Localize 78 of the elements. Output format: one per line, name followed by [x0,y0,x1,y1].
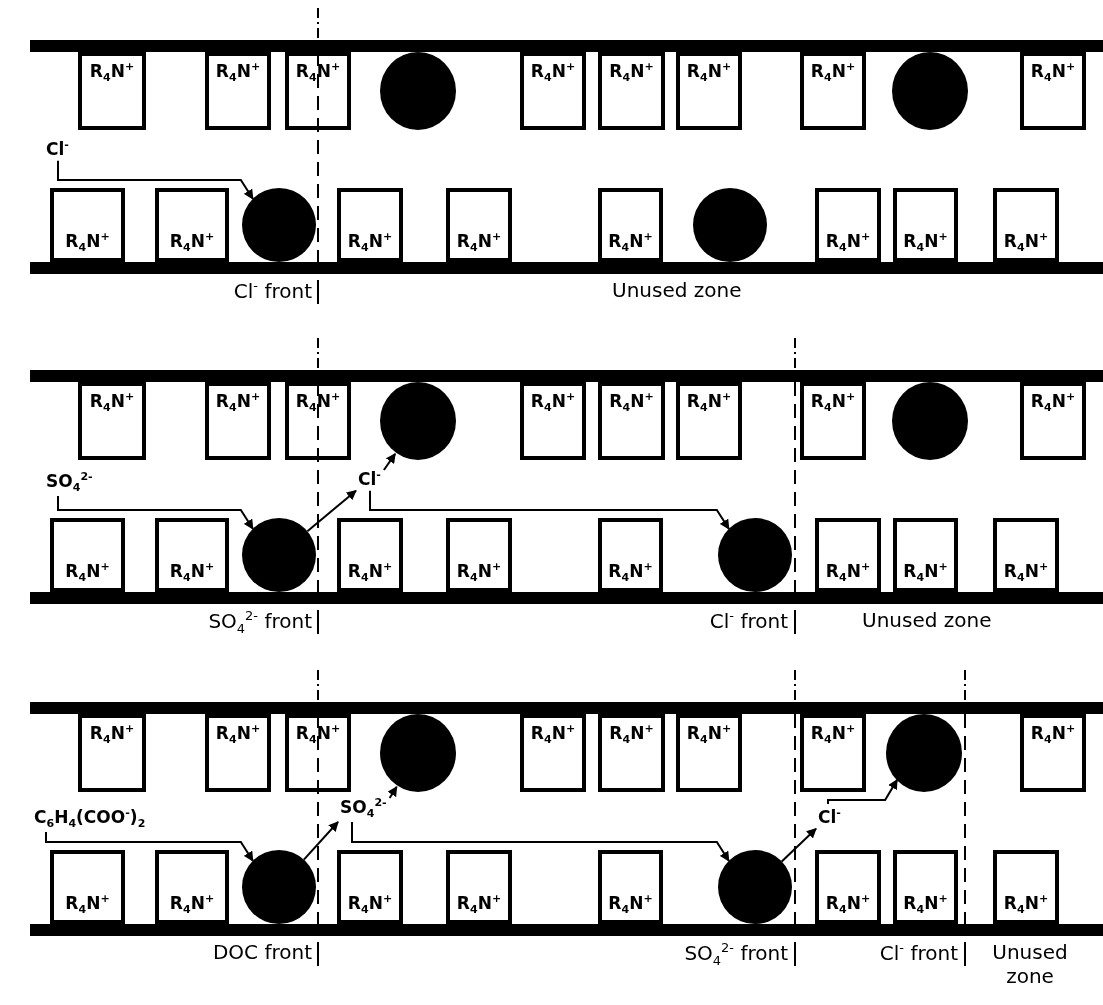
exchange-site-box: R$_{4}$N$^{+}$ [78,714,146,792]
ion-label: Cl$^{-}$ [358,468,381,489]
exchange-site-box: R$_{4}$N$^{+}$ [285,52,351,130]
exchange-site-box: R$_{4}$N$^{+}$ [893,850,958,924]
zone-label: DOC front [212,940,312,964]
zone-label: Cl$^{-}$ front [233,278,312,303]
zone-label: SO$_{4}$$^{2-}$ front [684,940,788,968]
exchange-site-box: R$_{4}$N$^{+}$ [676,52,742,130]
exchange-site-box: R$_{4}$N$^{+}$ [676,714,742,792]
ion-circle [718,850,792,924]
exchange-site-box: R$_{4}$N$^{+}$ [800,382,866,460]
arrow [45,831,254,862]
exchange-site-box: R$_{4}$N$^{+}$ [78,382,146,460]
arrow [369,489,730,530]
arrow [382,452,397,471]
exchange-site-box: R$_{4}$N$^{+}$ [1020,52,1086,130]
arrow [57,495,254,530]
zone-label: Cl$^{-}$ front [879,940,958,965]
exchange-site-box: R$_{4}$N$^{+}$ [676,382,742,460]
exchange-site-box: R$_{4}$N$^{+}$ [993,850,1059,924]
exchange-site-box: R$_{4}$N$^{+}$ [815,518,881,592]
arrow [780,827,817,863]
exchange-site-box: R$_{4}$N$^{+}$ [205,714,271,792]
exchange-site-box: R$_{4}$N$^{+}$ [446,518,512,592]
exchange-site-box: R$_{4}$N$^{+}$ [993,188,1059,262]
arrow [57,159,254,200]
exchange-site-box: R$_{4}$N$^{+}$ [993,518,1059,592]
arrow [351,821,730,862]
exchange-site-box: R$_{4}$N$^{+}$ [598,850,663,924]
exchange-site-box: R$_{4}$N$^{+}$ [1020,714,1086,792]
exchange-site-box: R$_{4}$N$^{+}$ [800,52,866,130]
exchange-site-box: R$_{4}$N$^{+}$ [285,382,351,460]
exchange-site-box: R$_{4}$N$^{+}$ [446,850,512,924]
zone-label: Unused zone [991,940,1069,988]
exchange-site-box: R$_{4}$N$^{+}$ [78,52,146,130]
ion-label: Cl$^{-}$ [46,138,69,159]
arrow [302,821,339,861]
exchange-site-box: R$_{4}$N$^{+}$ [50,850,125,924]
exchange-site-box: R$_{4}$N$^{+}$ [893,518,958,592]
exchange-site-box: R$_{4}$N$^{+}$ [155,518,229,592]
exchange-site-box: R$_{4}$N$^{+}$ [520,714,586,792]
exchange-site-box: R$_{4}$N$^{+}$ [598,382,665,460]
arrow [827,778,899,805]
exchange-site-box: R$_{4}$N$^{+}$ [205,52,271,130]
exchange-site-box: R$_{4}$N$^{+}$ [520,382,586,460]
exchange-site-box: R$_{4}$N$^{+}$ [598,714,665,792]
exchange-site-box: R$_{4}$N$^{+}$ [155,188,229,262]
exchange-site-box: R$_{4}$N$^{+}$ [205,382,271,460]
ion-label: C$_{6}$H$_{4}$(COO$^{-}$)$_{2}$ [34,806,146,831]
zone-label: Cl$^{-}$ front [709,608,788,633]
ion-circle [242,850,316,924]
exchange-site-box: R$_{4}$N$^{+}$ [598,518,663,592]
exchange-site-box: R$_{4}$N$^{+}$ [337,850,403,924]
arrow [387,785,398,799]
exchange-site-box: R$_{4}$N$^{+}$ [155,850,229,924]
exchange-site-box: R$_{4}$N$^{+}$ [446,188,512,262]
exchange-site-box: R$_{4}$N$^{+}$ [800,714,866,792]
exchange-site-box: R$_{4}$N$^{+}$ [598,188,663,262]
exchange-site-box: R$_{4}$N$^{+}$ [520,52,586,130]
exchange-site-box: R$_{4}$N$^{+}$ [598,52,665,130]
exchange-site-box: R$_{4}$N$^{+}$ [893,188,958,262]
ion-label: Cl$^{-}$ [818,806,841,827]
ion-circle [242,188,316,262]
exchange-site-box: R$_{4}$N$^{+}$ [815,188,881,262]
exchange-site-box: R$_{4}$N$^{+}$ [1020,382,1086,460]
ion-circle [718,518,792,592]
zone-label: Unused zone [862,608,992,632]
exchange-site-box: R$_{4}$N$^{+}$ [50,188,125,262]
ion-circle [886,714,962,792]
zone-label: SO$_{4}$$^{2-}$ front [208,608,312,636]
arrow [306,489,357,533]
ion-circle [242,518,316,592]
exchange-site-box: R$_{4}$N$^{+}$ [50,518,125,592]
exchange-site-box: R$_{4}$N$^{+}$ [815,850,881,924]
zone-label: Unused zone [612,278,742,302]
exchange-site-box: R$_{4}$N$^{+}$ [285,714,351,792]
exchange-site-box: R$_{4}$N$^{+}$ [337,518,403,592]
exchange-site-box: R$_{4}$N$^{+}$ [337,188,403,262]
